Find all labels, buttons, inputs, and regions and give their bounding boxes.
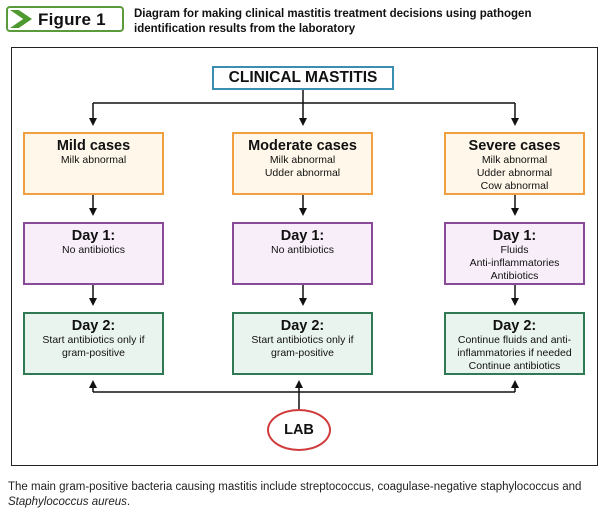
moderate-day2-box: Day 2: Start antibiotics only if gram-po… — [232, 312, 373, 375]
mild-day2-title: Day 2: — [71, 318, 116, 334]
mild-day2-box: Day 2: Start antibiotics only if gram-po… — [23, 312, 164, 375]
clinical-mastitis-node: CLINICAL MASTITIS — [212, 66, 394, 90]
severe-cases-line: Milk abnormal — [481, 154, 548, 166]
severe-cases-line: Udder abnormal — [476, 167, 553, 179]
footnote-text: The main gram-positive bacteria causing … — [8, 481, 582, 493]
severe-cases-box: Severe cases Milk abnormal Udder abnorma… — [444, 132, 585, 195]
moderate-day1-box: Day 1: No antibiotics — [232, 222, 373, 285]
mild-cases-line: Milk abnormal — [60, 154, 127, 166]
diagram-frame — [11, 47, 598, 466]
moderate-day2-title: Day 2: — [280, 318, 325, 334]
severe-day2-box: Day 2: Continue fluids and anti-inflamma… — [444, 312, 585, 375]
footnote: The main gram-positive bacteria causing … — [8, 480, 598, 510]
figure-badge: Figure 1 — [6, 6, 124, 32]
mild-cases-title: Mild cases — [56, 138, 131, 154]
severe-day1-title: Day 1: — [492, 228, 537, 244]
footnote-end: . — [126, 496, 131, 508]
moderate-day1-line: No antibiotics — [270, 244, 335, 256]
moderate-cases-line: Milk abnormal — [269, 154, 336, 166]
severe-day1-line: Anti-inflammatories — [469, 257, 560, 269]
mild-cases-box: Mild cases Milk abnormal — [23, 132, 164, 195]
moderate-cases-title: Moderate cases — [248, 138, 357, 154]
mild-day1-box: Day 1: No antibiotics — [23, 222, 164, 285]
severe-day1-line: Antibiotics — [490, 270, 539, 282]
severe-day1-box: Day 1: Fluids Anti-inflammatories Antibi… — [444, 222, 585, 285]
mild-day1-line: No antibiotics — [61, 244, 126, 256]
severe-cases-line: Cow abnormal — [480, 180, 549, 192]
severe-day2-title: Day 2: — [492, 318, 537, 334]
moderate-day1-title: Day 1: — [280, 228, 325, 244]
mild-day1-title: Day 1: — [71, 228, 116, 244]
lab-node: LAB — [267, 409, 331, 451]
footnote-species: Staphylococcus aureus — [8, 496, 127, 508]
moderate-cases-line: Udder abnormal — [264, 167, 341, 179]
mild-day2-text: Start antibiotics only if gram-positive — [42, 334, 145, 359]
severe-cases-title: Severe cases — [468, 138, 561, 154]
figure-label: Figure 1 — [38, 10, 106, 29]
severe-day2-text: Continue fluids and anti-inflammatories … — [457, 334, 572, 372]
moderate-day2-text: Start antibiotics only if gram-positive — [251, 334, 354, 359]
moderate-cases-box: Moderate cases Milk abnormal Udder abnor… — [232, 132, 373, 195]
severe-day1-line: Fluids — [500, 244, 529, 256]
figure-caption: Diagram for making clinical mastitis tre… — [134, 8, 532, 35]
